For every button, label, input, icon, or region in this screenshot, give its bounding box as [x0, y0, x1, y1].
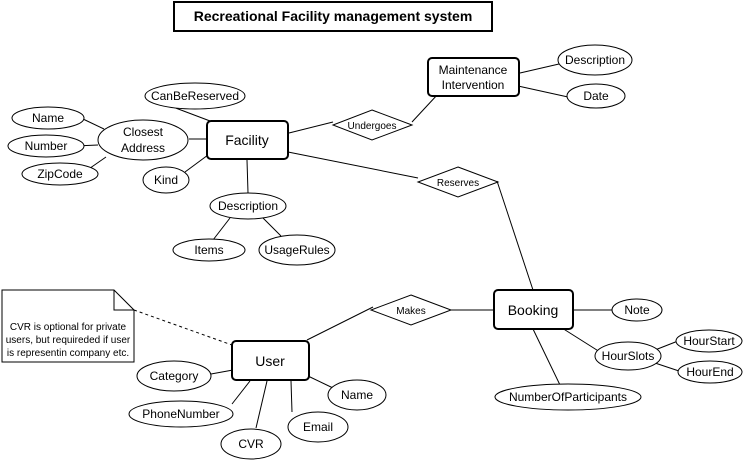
attribute-category-label: Category: [150, 369, 199, 383]
attribute-number-label: Number: [25, 139, 68, 153]
attribute-hour-start-label: HourStart: [683, 334, 735, 348]
attribute-user-name-label: Name: [341, 388, 373, 402]
cvr-note: CVR is optional for private users, but r…: [1, 289, 135, 363]
cvr-note-line2: users, but requireded if user: [6, 335, 131, 346]
attribute-closest-address-line1: Closest: [123, 125, 164, 139]
attribute-items-label: Items: [194, 243, 223, 257]
relationship-undergoes-label: Undergoes: [348, 121, 397, 132]
attribute-items: Items: [172, 238, 246, 262]
entity-maintenance-label-line1: Maintenance: [439, 63, 508, 77]
attribute-hour-slots-label: HourSlots: [602, 349, 655, 363]
attribute-can-be-reserved-label: CanBeReserved: [151, 89, 239, 103]
attribute-kind: Kind: [142, 166, 190, 194]
entity-booking-label: Booking: [508, 302, 559, 318]
attribute-note: Note: [611, 298, 663, 322]
attribute-maintenance-description-label: Description: [565, 53, 625, 67]
attribute-phone-number: PhoneNumber: [128, 400, 234, 428]
entity-facility-label: Facility: [225, 132, 269, 148]
entity-booking: Booking: [493, 289, 574, 330]
connectors: [74, 63, 680, 429]
relationship-reserves-label: Reserves: [437, 178, 479, 189]
attribute-user-name: Name: [327, 379, 387, 411]
diagram-title: Recreational Facility management system: [173, 1, 493, 32]
attribute-email-label: Email: [303, 420, 333, 434]
attribute-hour-slots: HourSlots: [594, 341, 662, 371]
attribute-usage-rules: UsageRules: [258, 234, 336, 266]
entity-user-label: User: [255, 353, 285, 369]
attribute-closest-address-line2: Address: [121, 141, 165, 155]
attribute-date: Date: [566, 83, 626, 109]
diagram-title-text: Recreational Facility management system: [194, 8, 473, 24]
attribute-hour-end-label: HourEnd: [686, 365, 733, 379]
attribute-cvr-label: CVR: [238, 437, 264, 451]
attribute-category: Category: [136, 360, 212, 392]
relationship-makes: Makes: [369, 294, 453, 326]
attribute-date-label: Date: [583, 89, 609, 103]
attribute-hour-end: HourEnd: [677, 360, 743, 384]
attribute-facility-description: Description: [209, 192, 287, 220]
entity-maintenance-label-line2: Intervention: [442, 78, 505, 92]
attribute-kind-label: Kind: [154, 173, 178, 187]
entity-user: User: [231, 340, 310, 381]
attribute-name: Name: [11, 106, 85, 130]
attribute-zipcode: ZipCode: [21, 162, 99, 186]
attribute-note-label: Note: [624, 303, 650, 317]
attribute-closest-address: Closest Address: [97, 119, 189, 161]
attribute-facility-description-label: Description: [218, 199, 278, 213]
attribute-name-label: Name: [32, 111, 64, 125]
relationship-makes-label: Makes: [396, 306, 425, 317]
attribute-can-be-reserved: CanBeReserved: [144, 82, 246, 110]
attribute-phone-number-label: PhoneNumber: [142, 407, 219, 421]
attribute-zipcode-label: ZipCode: [37, 167, 83, 181]
relationship-undergoes: Undergoes: [331, 109, 414, 141]
attribute-hour-start: HourStart: [675, 329, 743, 353]
cvr-note-line3: is representin company etc.: [7, 348, 129, 359]
attribute-usage-rules-label: UsageRules: [264, 243, 329, 257]
cvr-note-line1: CVR is optional for private: [10, 322, 127, 333]
relationship-reserves: Reserves: [416, 166, 500, 198]
entity-facility: Facility: [206, 120, 289, 160]
attribute-number: Number: [7, 134, 85, 158]
attribute-email: Email: [287, 411, 349, 443]
attribute-number-of-participants: NumberOfParticipants: [494, 383, 642, 411]
entity-maintenance-intervention: Maintenance Intervention: [427, 57, 520, 97]
attribute-cvr: CVR: [220, 428, 282, 460]
attribute-maintenance-description: Description: [557, 44, 633, 76]
attribute-number-of-participants-label: NumberOfParticipants: [509, 390, 627, 404]
